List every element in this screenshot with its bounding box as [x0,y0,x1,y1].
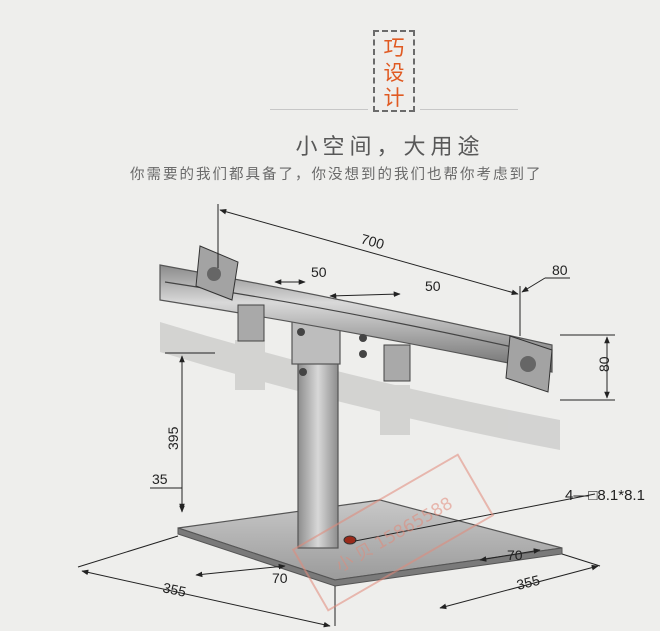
dim-base-slot-left: 70 [272,570,288,586]
dimension-lines [77,204,615,628]
decorative-line-left [270,109,368,110]
dim-base-slot-right: 70 [507,547,523,563]
stand-pole [291,299,341,549]
arm-clamps [237,304,411,382]
headline: 小空间，大用途 [295,135,485,160]
dim-height-vesa: 80 [596,356,612,372]
dim-base-width: 355 [161,579,187,600]
subheadline: 你需要的我们都具备了，你没想到的我们也帮你考虑到了 [130,167,543,183]
dim-hole-spec: 4—□8.1*8.1 [565,487,645,504]
dim-base-depth: 355 [515,572,542,593]
badge-char-2: 设 [383,61,405,85]
design-badge: 巧 设 计 [373,30,415,112]
badge-char-3: 计 [383,86,405,110]
decorative-line-right [420,109,518,110]
dim-clamp-a: 50 [311,264,327,280]
dim-base-offset: 35 [152,471,168,487]
dim-clamp-b: 50 [425,278,441,294]
dim-arm-mount: 80 [552,262,568,278]
dim-width-top: 700 [359,231,386,253]
reflection-shadow [160,322,560,450]
dim-height-arm: 395 [165,426,181,450]
badge-char-1: 巧 [383,36,405,60]
